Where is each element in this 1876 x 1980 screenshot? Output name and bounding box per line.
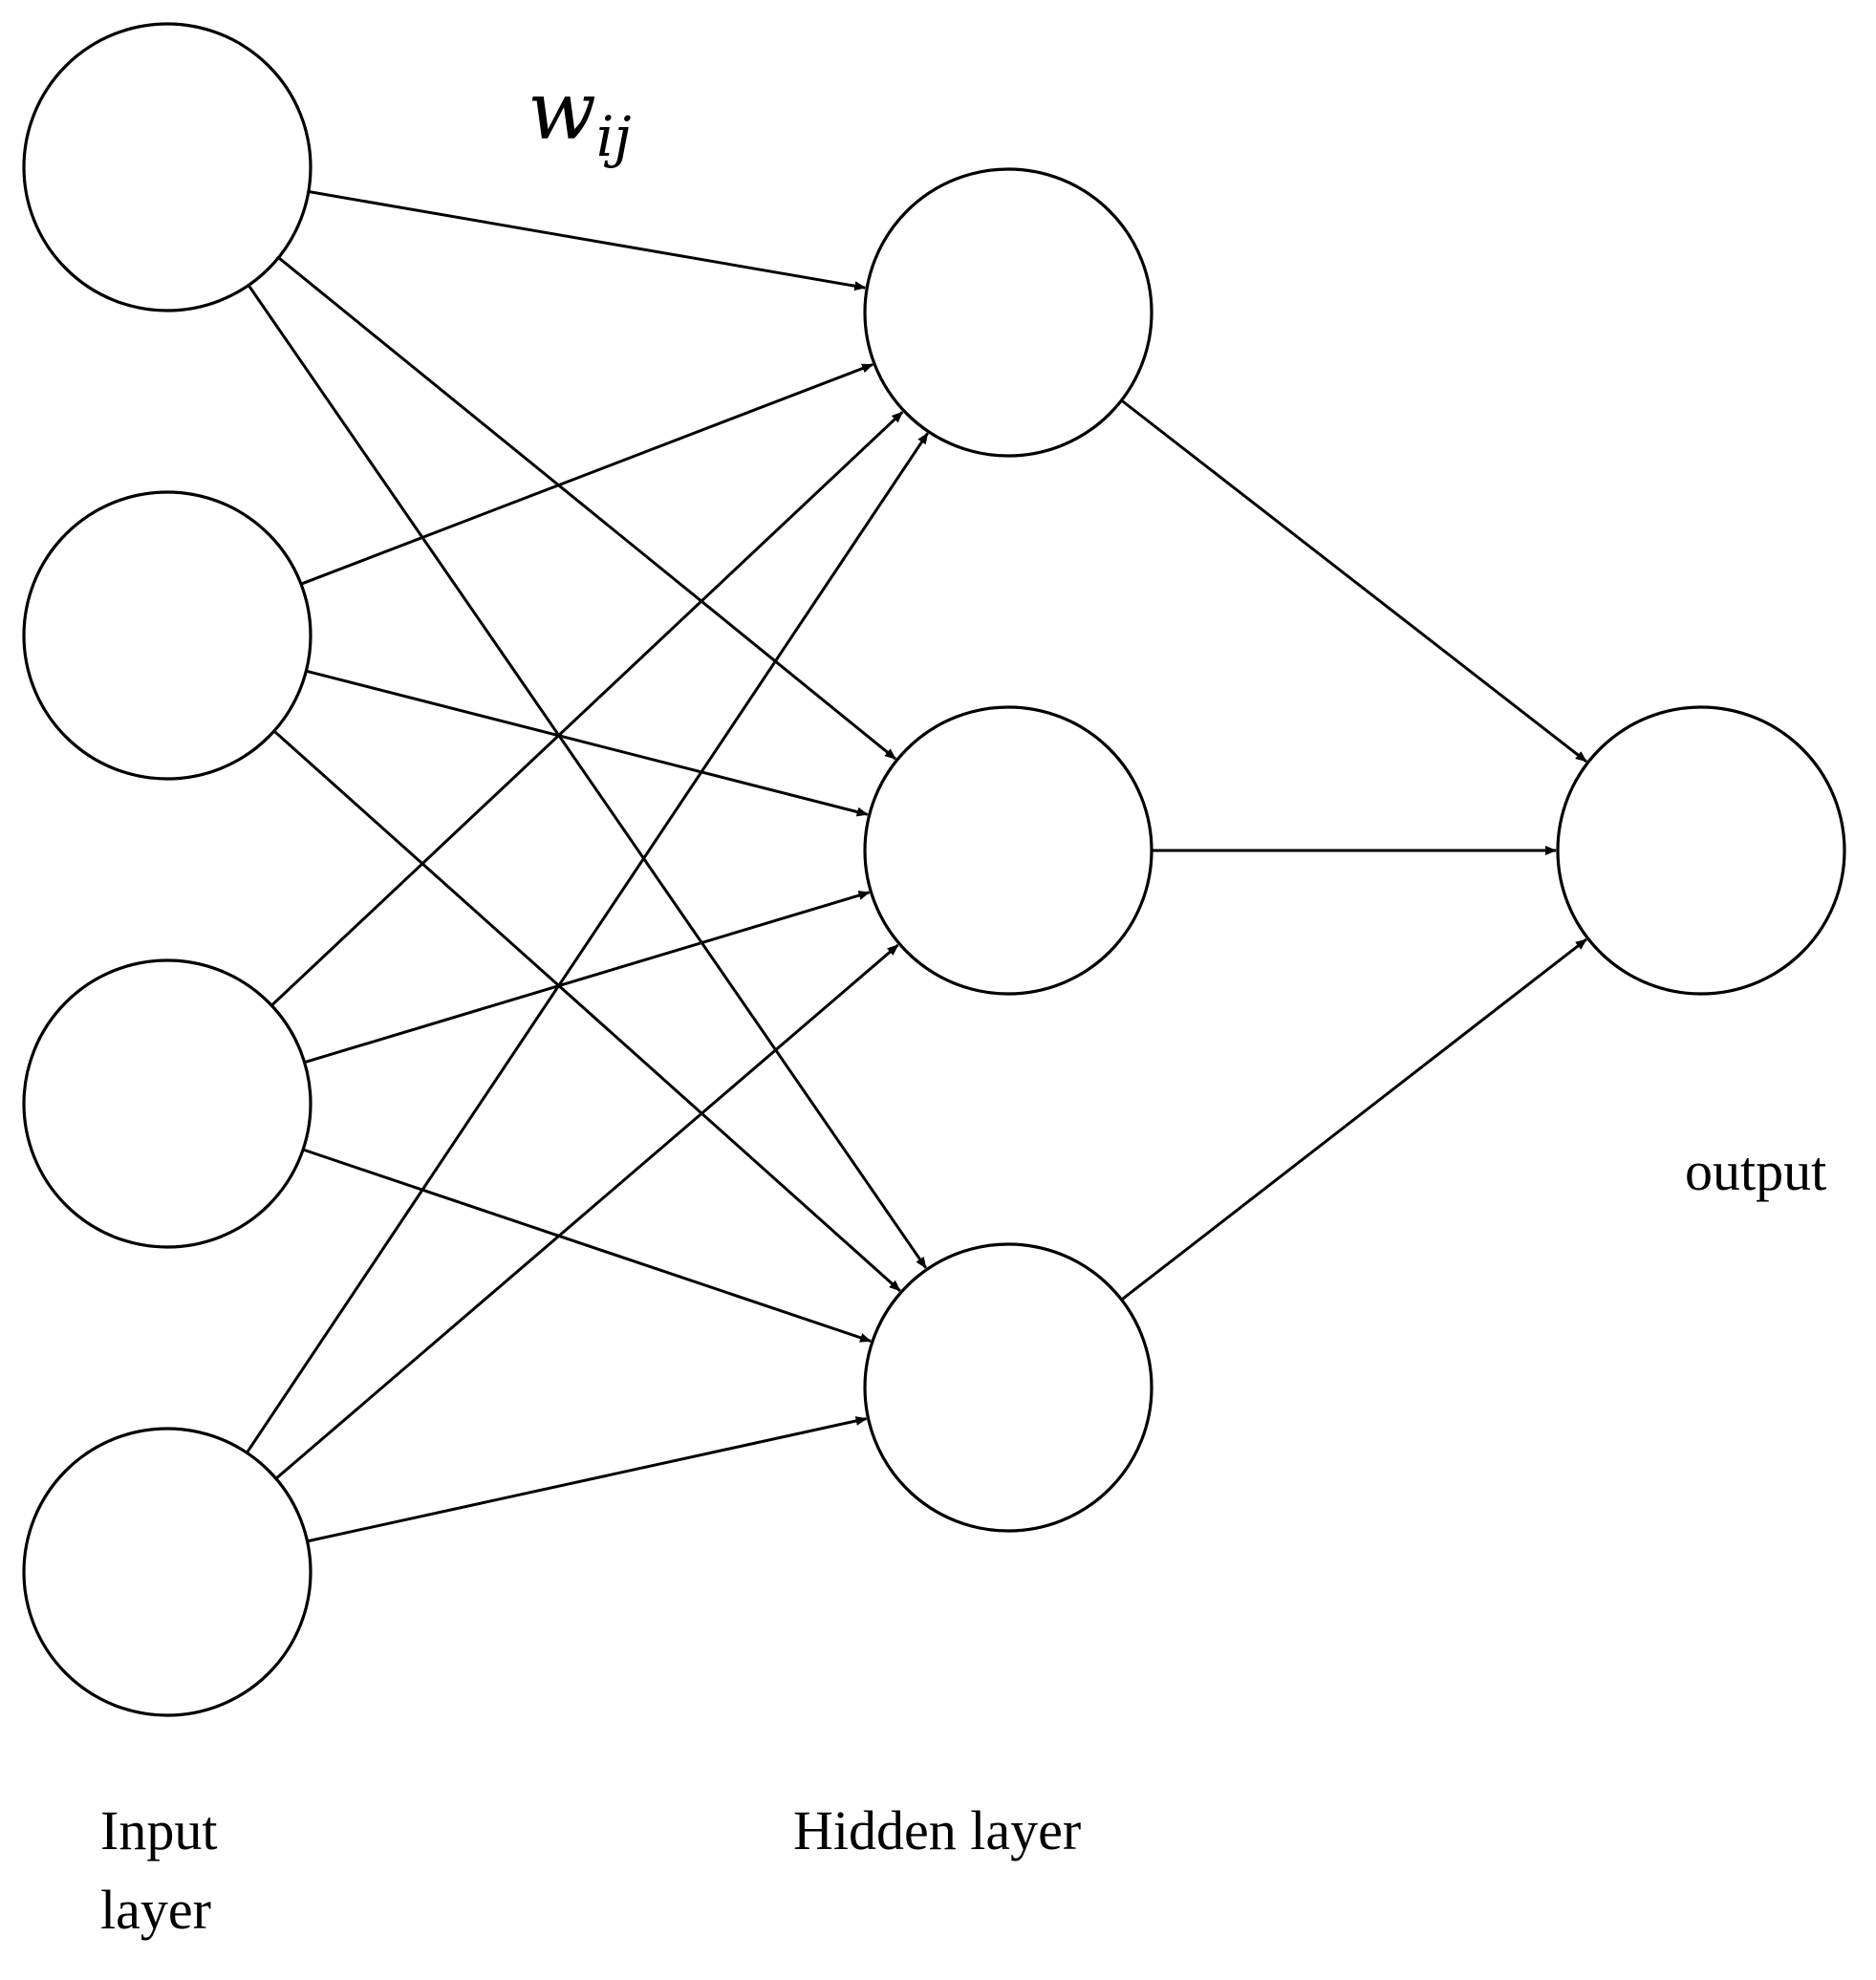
edge-input-2-to-hidden-1 <box>300 363 874 586</box>
edge-input-2-to-hidden-2 <box>305 669 869 817</box>
input-node-4 <box>22 1427 313 1717</box>
input-node-3 <box>22 958 313 1249</box>
input-node-2 <box>22 490 313 781</box>
edge-hidden-3-to-output-1 <box>1120 937 1587 1302</box>
edge-input-3-to-hidden-1 <box>270 411 904 1007</box>
edge-input-4-to-hidden-3 <box>307 1416 868 1543</box>
edge-input-1-to-hidden-1 <box>308 190 867 291</box>
hidden-node-2 <box>863 705 1154 996</box>
edge-input-3-to-hidden-3 <box>302 1148 872 1343</box>
edge-input-4-to-hidden-2 <box>274 943 899 1480</box>
weight-label: wij <box>528 64 631 169</box>
edge-input-1-to-hidden-2 <box>277 256 896 761</box>
nodes <box>22 22 1846 1717</box>
edge-input-3-to-hidden-2 <box>304 891 871 1065</box>
edge-input-4-to-hidden-1 <box>246 432 929 1454</box>
output-layer-label: output <box>1685 1140 1826 1202</box>
output-node-1 <box>1556 705 1846 996</box>
connections <box>246 190 1587 1543</box>
input-node-1 <box>22 22 313 312</box>
input-layer-label-line-1: Input <box>100 1799 217 1862</box>
hidden-node-3 <box>863 1242 1154 1533</box>
edge-input-2-to-hidden-3 <box>272 729 901 1292</box>
input-layer-label-line-2: layer <box>100 1879 211 1941</box>
weight-symbol: w <box>528 64 596 158</box>
hidden-node-1 <box>863 167 1154 458</box>
edge-input-1-to-hidden-3 <box>247 284 928 1269</box>
weight-subscript: ij <box>596 104 632 169</box>
hidden-layer-label: Hidden layer <box>793 1799 1081 1862</box>
edge-hidden-1-to-output-1 <box>1120 398 1587 763</box>
